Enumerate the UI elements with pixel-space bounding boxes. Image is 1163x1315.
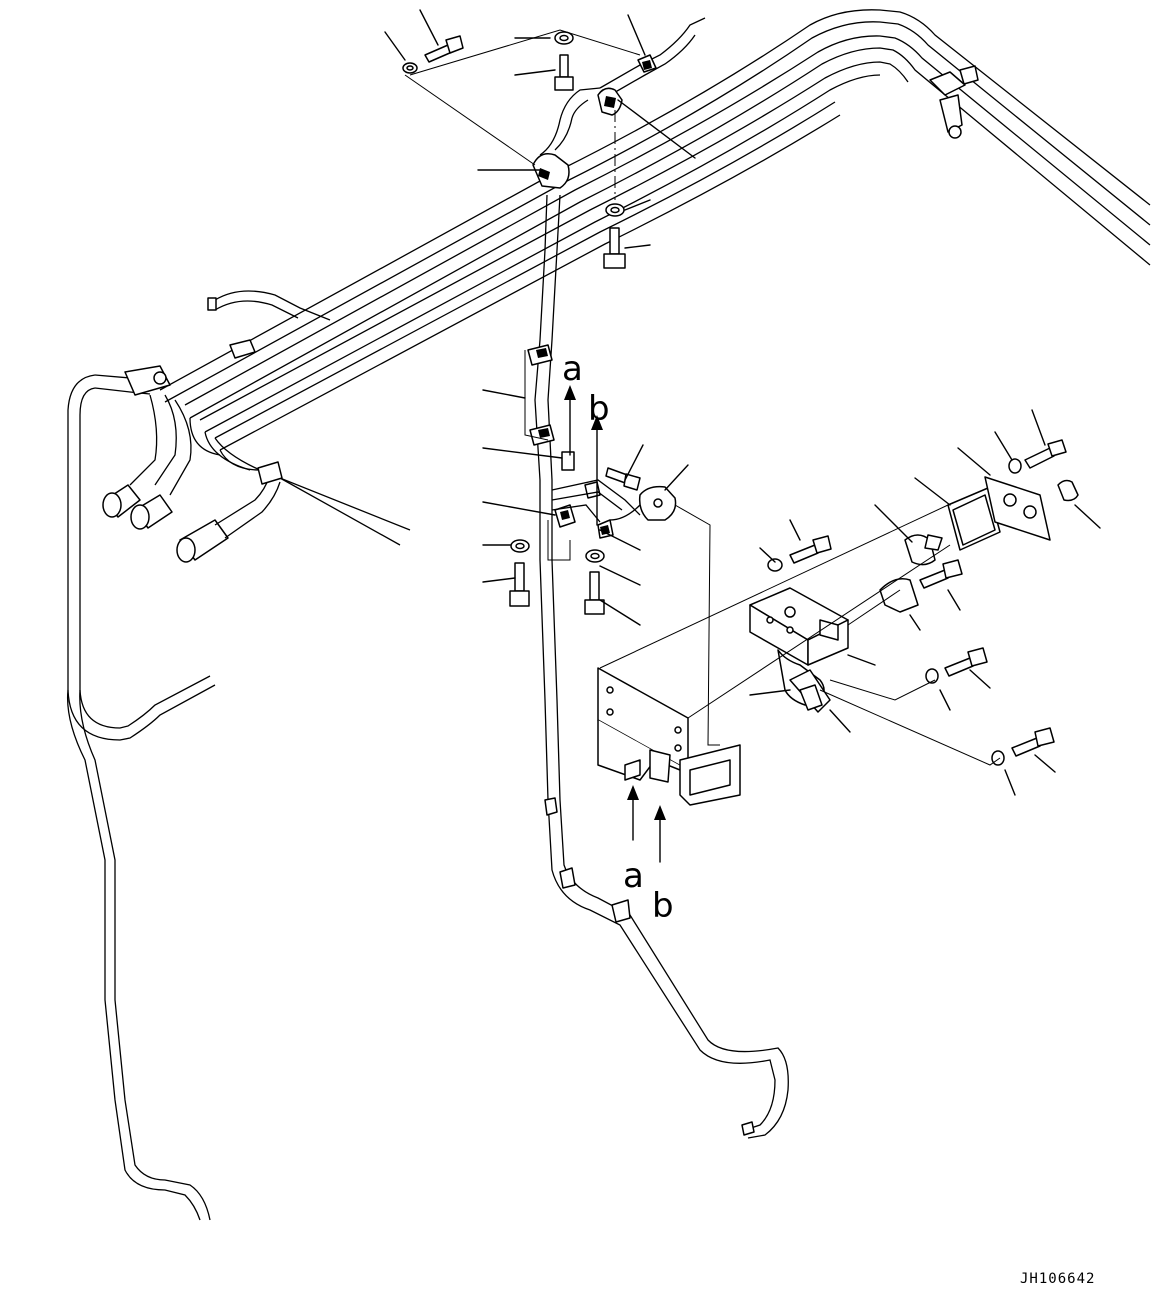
callout-b-top: b — [588, 389, 610, 429]
mid-clamp-stack — [509, 344, 720, 746]
callout-b-bottom: b — [652, 886, 674, 926]
left-hose-loop — [66, 290, 331, 1221]
callout-a-bottom: a — [623, 856, 644, 896]
reference-arrows — [564, 385, 666, 863]
top-clamps — [532, 54, 657, 189]
right-fasteners — [767, 439, 1067, 766]
valve-box — [749, 587, 849, 713]
center-descending-harness — [534, 17, 789, 1139]
top-fasteners — [402, 31, 626, 269]
callout-a-top: a — [562, 349, 583, 389]
mounting-bracket — [597, 667, 741, 806]
assembly-lines — [404, 29, 1001, 766]
cover-gasket — [879, 476, 1079, 613]
overhead-hose-bundle — [159, 9, 1151, 546]
drawing-code: JH106642 — [1020, 1271, 1095, 1287]
leader-lines — [384, 9, 1101, 796]
